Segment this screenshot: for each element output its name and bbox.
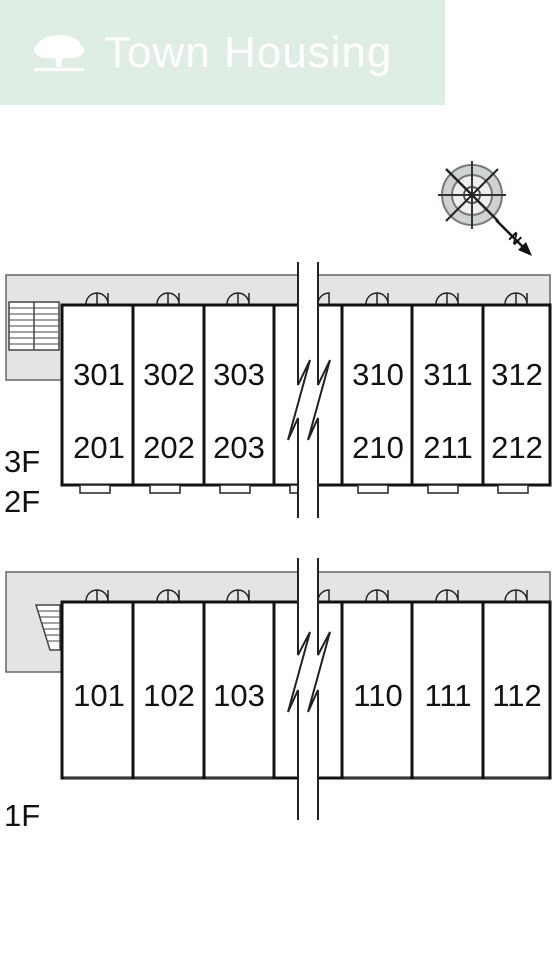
unit-label: 311 [423,357,472,392]
unit-label: 312 [491,357,543,392]
break-symbol [287,262,331,518]
unit-label: 202 [143,430,195,465]
upper-building [5,262,552,518]
logo-text: Town Housing [104,28,393,77]
unit-label: 301 [73,357,125,392]
break-symbol [287,558,331,820]
unit-label: 310 [352,357,404,392]
compass-icon [438,161,506,229]
unit-label: 302 [143,357,195,392]
unit-label: 110 [353,678,402,713]
logo-banner: Town Housing [0,0,445,105]
unit-label: 102 [143,678,195,713]
unit-label: 210 [352,430,404,465]
unit-label: 211 [423,430,472,465]
unit-label: 101 [73,678,125,713]
stairs-icon [34,604,61,651]
door-icons [85,589,528,602]
floor-label-2f: 2F [4,484,40,519]
north-arrow-icon [495,219,532,256]
floor-label-1f: 1F [4,798,40,833]
unit-label: 103 [213,678,265,713]
stairs-icon [8,301,60,351]
lower-building [5,558,552,820]
unit-label: 212 [491,430,543,465]
unit-label: 111 [424,678,471,713]
unit-label: 201 [73,430,125,465]
floor-label-3f: 3F [4,444,40,479]
unit-label: 303 [213,357,265,392]
door-icons [85,292,528,305]
tree-logo-icon [34,35,84,71]
unit-label: 203 [213,430,265,465]
unit-label: 112 [492,678,541,713]
